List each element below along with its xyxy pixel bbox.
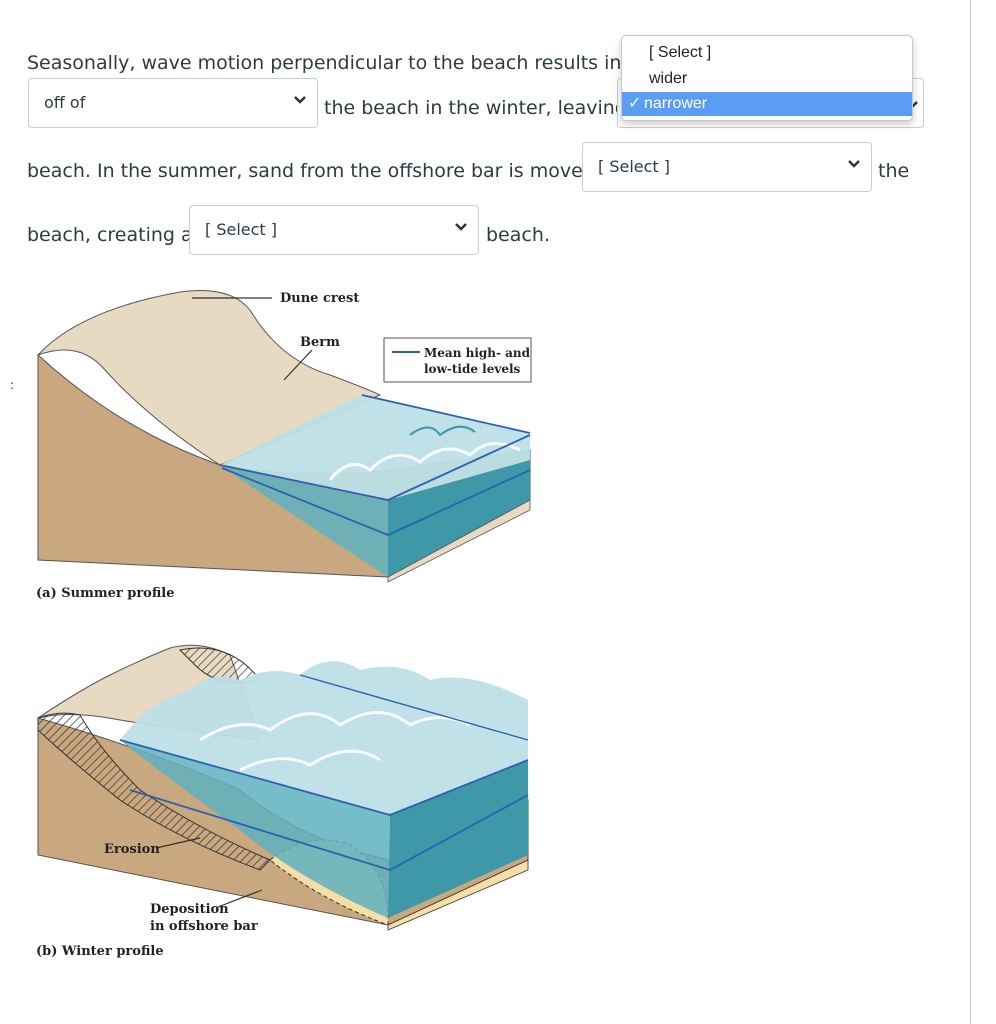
- legend-label-line1: Mean high- and: [424, 346, 531, 360]
- checkmark-icon: ✓: [628, 95, 642, 112]
- legend-label-line2: low-tide levels: [424, 362, 521, 376]
- blank-3-value: [ Select ]: [598, 157, 671, 176]
- label-winter-profile: (b) Winter profile: [36, 944, 164, 959]
- question-line-3: beach. In the summer, sand from the offs…: [27, 160, 595, 182]
- dropdown-option-select[interactable]: [ Select ]: [649, 44, 712, 61]
- tide-legend-box: [383, 337, 532, 383]
- winter-profile-diagram: Erosion Deposition in offshore bar (b) W…: [36, 644, 529, 959]
- chevron-down-icon: [294, 96, 306, 104]
- dropdown-option-narrower-label: narrower: [644, 95, 708, 112]
- blank-2-dropdown-menu[interactable]: [ Select ] wider ✓narrower: [621, 35, 913, 121]
- dropdown-option-narrower[interactable]: ✓narrower: [622, 92, 912, 116]
- stray-mark: :: [10, 378, 15, 392]
- label-summer-profile: (a) Summer profile: [36, 586, 175, 601]
- question-line-1: Seasonally, wave motion perpendicular to…: [27, 52, 650, 74]
- beach-profiles-figure: Dune crest Berm Mean high- and low-tide …: [36, 289, 532, 959]
- label-dune-crest: Dune crest: [280, 291, 359, 306]
- chevron-down-icon: [455, 223, 467, 231]
- label-deposition-line1: Deposition: [150, 902, 229, 917]
- blank-1-value: off of: [44, 93, 86, 112]
- blank-4-select[interactable]: [ Select ]: [189, 205, 479, 255]
- label-deposition-line2: in offshore bar: [150, 919, 258, 934]
- label-erosion: Erosion: [104, 842, 160, 857]
- chevron-down-icon: [848, 160, 860, 168]
- label-berm: Berm: [300, 335, 340, 350]
- blank-3-select[interactable]: [ Select ]: [582, 142, 872, 192]
- question-line-4-end: beach.: [486, 224, 550, 246]
- dropdown-option-wider[interactable]: wider: [649, 70, 688, 87]
- blank-1-select[interactable]: off of: [28, 78, 318, 128]
- blank-4-value: [ Select ]: [205, 220, 278, 239]
- question-line-2: the beach in the winter, leaving a: [324, 97, 645, 119]
- question-line-4: beach, creating a: [27, 224, 193, 246]
- question-line-3-end: the: [878, 160, 910, 182]
- content-border: [970, 0, 971, 1024]
- summer-profile-diagram: Dune crest Berm Mean high- and low-tide …: [36, 289, 532, 601]
